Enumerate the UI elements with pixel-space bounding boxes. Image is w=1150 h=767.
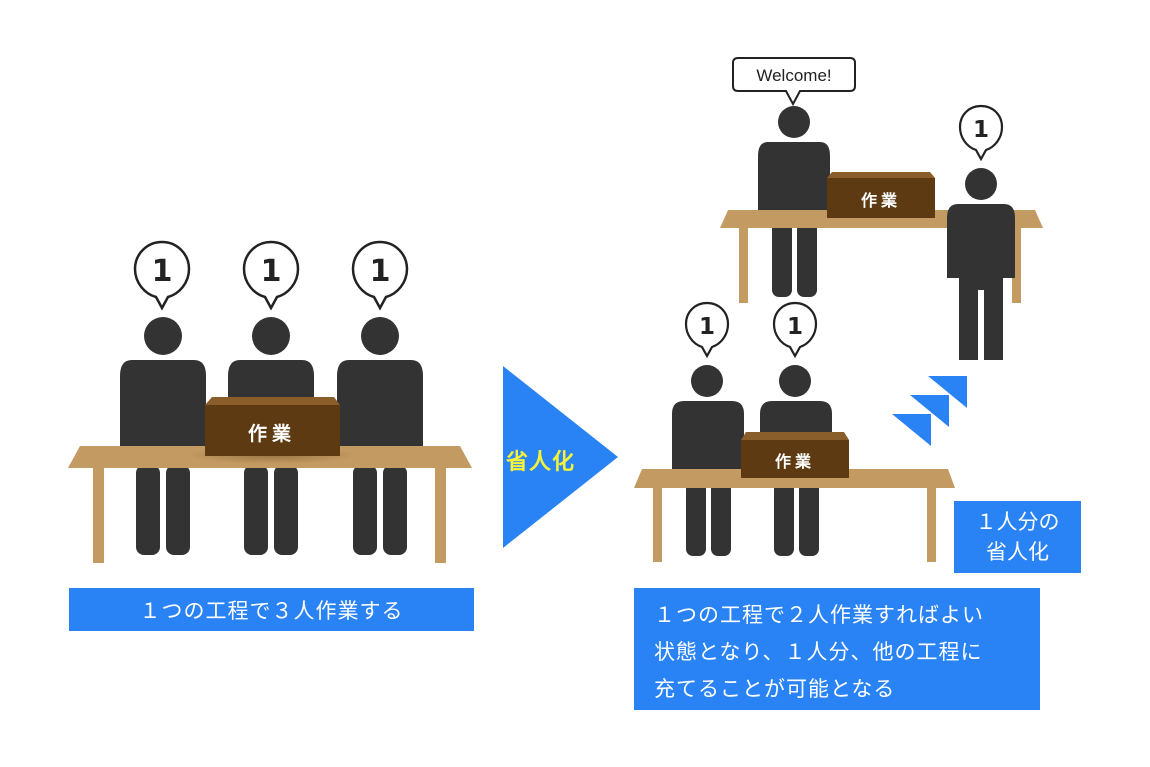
speech-number: 1 — [787, 314, 803, 340]
caption-right-line: 状態となり、１人分、他の工程に — [654, 640, 983, 664]
work-box-lower: 作業 — [741, 432, 849, 478]
speech-bubble: 1 — [351, 240, 409, 310]
person-3 — [337, 317, 423, 555]
lower-right-scene: 作業 1 1 — [634, 301, 955, 562]
table-left — [68, 446, 472, 563]
person-1 — [120, 317, 206, 555]
transition-arrow — [503, 366, 618, 548]
caption-right: １つの工程で２人作業すればよい 状態となり、１人分、他の工程に 充てることが可能… — [634, 588, 1040, 710]
speech-number: 1 — [370, 254, 391, 289]
speech-bubble: 1 — [242, 240, 300, 310]
speech-number: 1 — [152, 254, 173, 289]
receptionist — [758, 106, 830, 297]
speech-number: 1 — [261, 254, 282, 289]
freed-worker — [947, 168, 1015, 360]
greeting-text: Welcome! — [756, 66, 831, 85]
speech-bubble: 1 — [958, 104, 1004, 161]
work-box-label: 作業 — [861, 191, 901, 210]
person-4 — [672, 365, 744, 556]
speech-bubble: 1 — [772, 301, 818, 358]
upper-right-scene: Welcome! 作業 1 — [720, 57, 1043, 360]
work-box-left: 作業 — [205, 397, 340, 456]
caption-saved-line: １人分の — [975, 510, 1060, 534]
greeting-bubble: Welcome! — [732, 57, 856, 107]
speech-bubble: 1 — [684, 301, 730, 358]
arrow-label: 省人化 — [506, 450, 576, 475]
left-scene: 作業 1 1 1 — [68, 240, 472, 563]
movement-arrows — [892, 376, 967, 446]
work-box-upper: 作業 — [827, 172, 935, 218]
caption-right-line: 充てることが可能となる — [654, 677, 896, 701]
table-lower — [634, 469, 955, 562]
caption-right-line: １つの工程で２人作業すればよい — [654, 603, 984, 627]
work-box-label: 作業 — [775, 452, 815, 471]
caption-left: １つの工程で３人作業する — [69, 588, 474, 631]
caption-saved: １人分の 省人化 — [954, 501, 1081, 573]
work-box-label: 作業 — [248, 422, 296, 445]
speech-number: 1 — [973, 117, 989, 143]
caption-saved-line: 省人化 — [986, 540, 1049, 564]
speech-number: 1 — [699, 314, 715, 340]
speech-bubble: 1 — [133, 240, 191, 310]
